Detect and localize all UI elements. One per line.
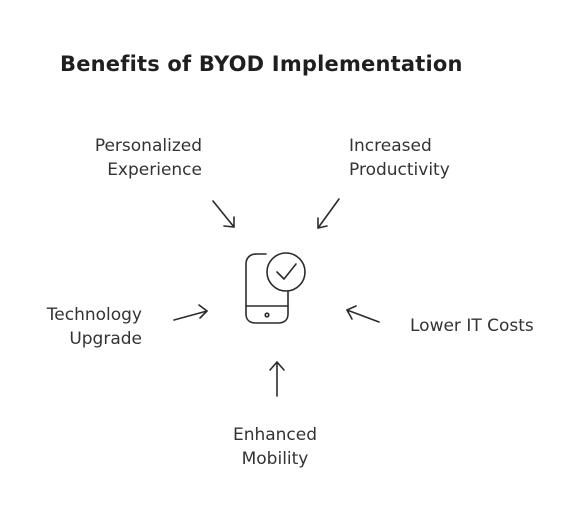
- phone-body: [245, 253, 289, 324]
- checkmark: [276, 263, 297, 280]
- phone-home-dot: [264, 312, 270, 318]
- benefit-mobility-line1: Enhanced: [232, 425, 318, 445]
- benefit-technology-line1: Technology: [46, 305, 142, 325]
- smartphone-check-icon: [245, 252, 306, 324]
- arrow-from-productivity: [317, 198, 340, 229]
- arrow-from-technology: [173, 304, 208, 321]
- benefit-increased-productivity: Increased Productivity: [349, 134, 479, 182]
- arrow-from-personalized: [212, 200, 235, 228]
- check-circle: [266, 252, 306, 292]
- benefit-enhanced-mobility: Enhanced Mobility: [210, 423, 340, 471]
- benefit-productivity-line1: Increased: [349, 136, 432, 156]
- benefit-technology-line2: Upgrade: [69, 329, 142, 349]
- page-title: Benefits of BYOD Implementation: [60, 52, 463, 76]
- benefit-mobility-line2: Mobility: [241, 449, 309, 469]
- benefit-lower-it-line1: Lower IT Costs: [410, 316, 534, 336]
- benefit-productivity-line2: Productivity: [349, 160, 450, 180]
- arrow-from-mobility: [269, 361, 285, 397]
- benefit-technology-upgrade: Technology Upgrade: [20, 303, 142, 351]
- arrow-from-lower-it: [346, 305, 380, 323]
- benefit-personalized-line1: Personalized: [94, 136, 202, 156]
- benefit-lower-it-costs: Lower IT Costs: [410, 314, 570, 338]
- benefit-personalized-line2: Experience: [107, 160, 202, 180]
- benefit-personalized-experience: Personalized Experience: [70, 134, 202, 182]
